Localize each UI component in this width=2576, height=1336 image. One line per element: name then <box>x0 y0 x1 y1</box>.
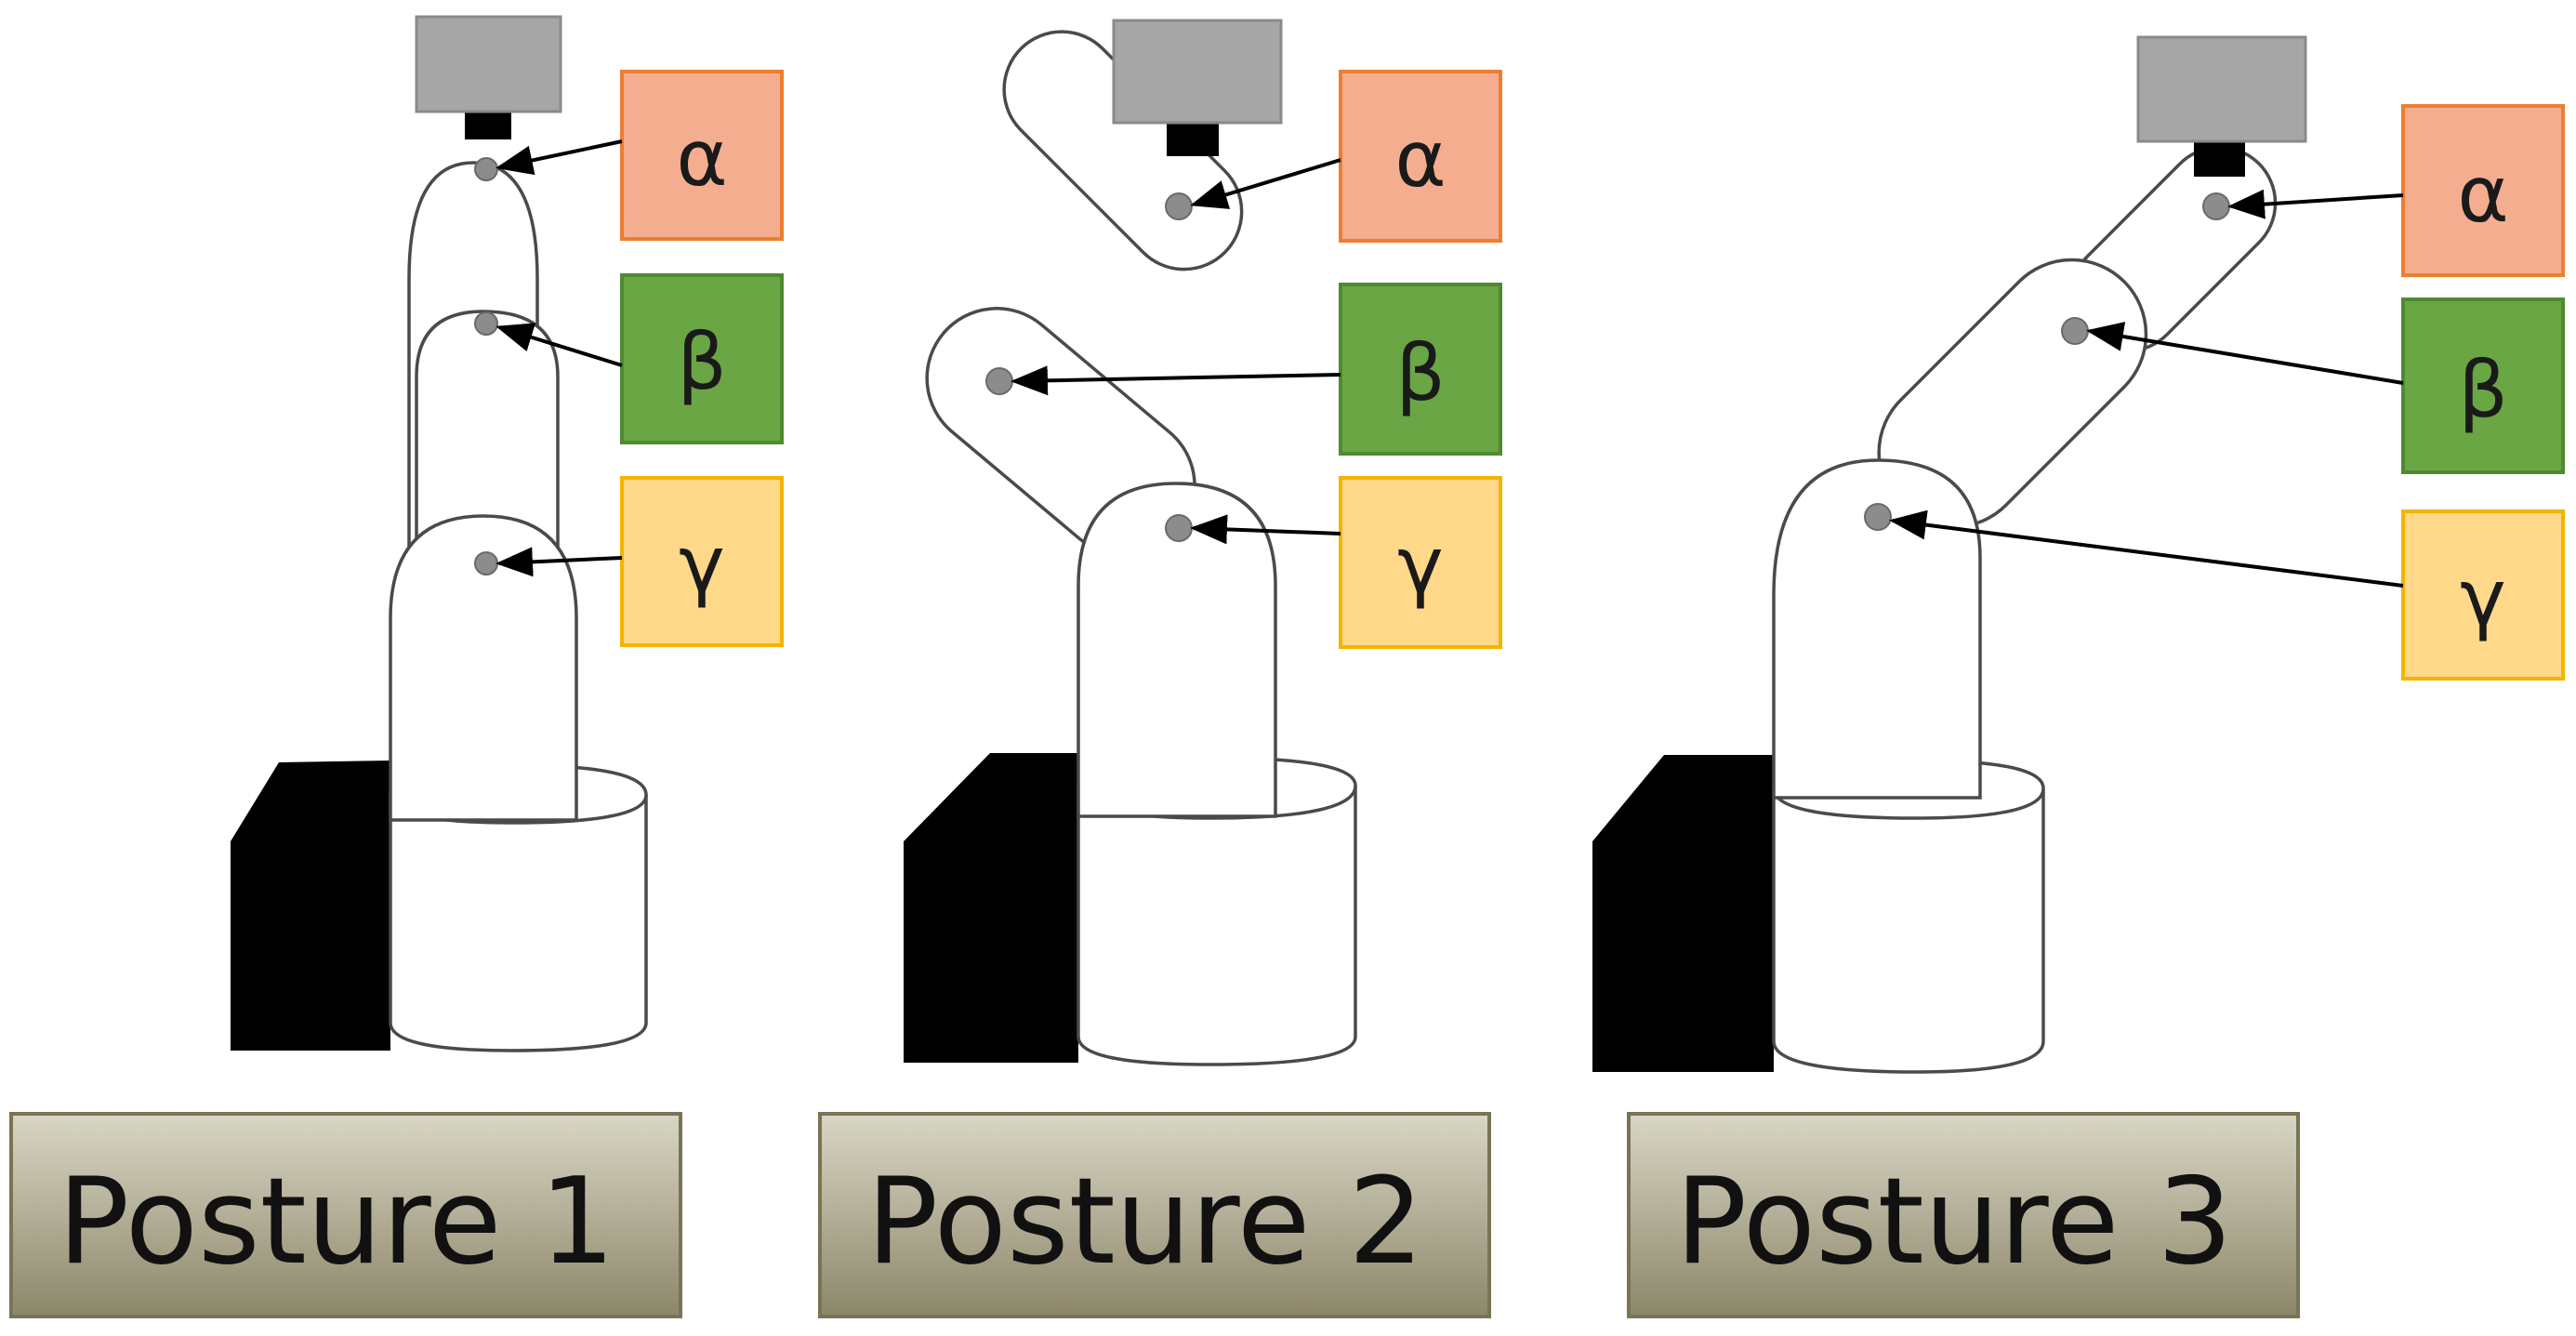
gamma-label-box <box>1339 476 1502 649</box>
caption-posture-1: Posture 1 <box>9 1112 682 1318</box>
gamma-label-box <box>2401 509 2565 681</box>
alpha-label-box <box>620 70 784 241</box>
beta-label: β <box>2458 344 2508 435</box>
alpha-label: α <box>676 112 727 204</box>
caption-posture-3: Posture 3 <box>1627 1112 2300 1318</box>
beta-label-box <box>2401 298 2565 474</box>
caption-box <box>1627 1112 2300 1318</box>
beta-label-box <box>620 273 784 444</box>
joint-beta-dot <box>474 311 498 336</box>
robot-posture-3 <box>1592 35 2307 1074</box>
joint-beta-dot <box>2061 317 2089 345</box>
wrist-block <box>1167 121 1219 156</box>
caption-label: Posture 1 <box>58 1153 615 1291</box>
caption-posture-2: Posture 2 <box>818 1112 1491 1318</box>
joint-gamma-dot <box>1165 514 1193 542</box>
gripper <box>2136 35 2307 143</box>
joint-beta-dot <box>985 367 1013 395</box>
base-side-block <box>904 753 1078 1063</box>
gripper <box>415 15 562 113</box>
joint-gamma-dot <box>474 551 498 575</box>
link-1 <box>389 514 578 822</box>
joint-alpha-dot <box>1165 192 1193 220</box>
gamma-label: γ <box>2460 552 2506 643</box>
base-side-block <box>1592 755 1774 1072</box>
joint-alpha-dot <box>2202 192 2230 220</box>
caption-label: Posture 2 <box>866 1153 1424 1291</box>
joint-gamma-dot <box>1864 503 1892 531</box>
caption-box <box>818 1112 1491 1318</box>
alpha-label-box <box>1339 70 1502 243</box>
alpha-label: α <box>2457 149 2508 240</box>
wrist-block <box>2194 139 2245 177</box>
beta-label: β <box>677 316 727 407</box>
gamma-arrow <box>1889 509 2404 588</box>
beta-label-box <box>1339 283 1502 456</box>
robot-posture-2 <box>904 19 1357 1066</box>
link-2 <box>415 310 560 560</box>
wrist-block <box>465 110 511 139</box>
joint-labels-posture-3: α β γ <box>1889 104 2565 681</box>
beta-arrow <box>2086 322 2404 385</box>
gripper <box>1112 19 1283 125</box>
alpha-arrow <box>1190 158 1341 209</box>
joint-alpha-dot <box>474 157 498 181</box>
gamma-label: γ <box>1397 520 1444 611</box>
alpha-arrow <box>2227 189 2404 219</box>
joint-labels-posture-2: α β γ <box>1011 70 1502 649</box>
joint-labels-posture-1: α β γ <box>495 70 784 647</box>
gamma-label: γ <box>679 519 725 610</box>
gamma-arrow <box>495 547 623 577</box>
link-1 <box>1077 482 1277 818</box>
beta-arrow <box>1011 365 1341 396</box>
base-side-block <box>231 761 390 1051</box>
alpha-arrow <box>495 139 623 176</box>
alpha-label-box <box>2401 104 2565 277</box>
gamma-label-box <box>620 476 784 647</box>
alpha-label: α <box>1394 113 1446 205</box>
robot-posture-1 <box>231 15 648 1052</box>
beta-arrow <box>495 323 623 367</box>
beta-label: β <box>1395 327 1446 418</box>
gamma-arrow <box>1190 514 1341 545</box>
caption-label: Posture 3 <box>1675 1153 2233 1291</box>
caption-box <box>9 1112 682 1318</box>
